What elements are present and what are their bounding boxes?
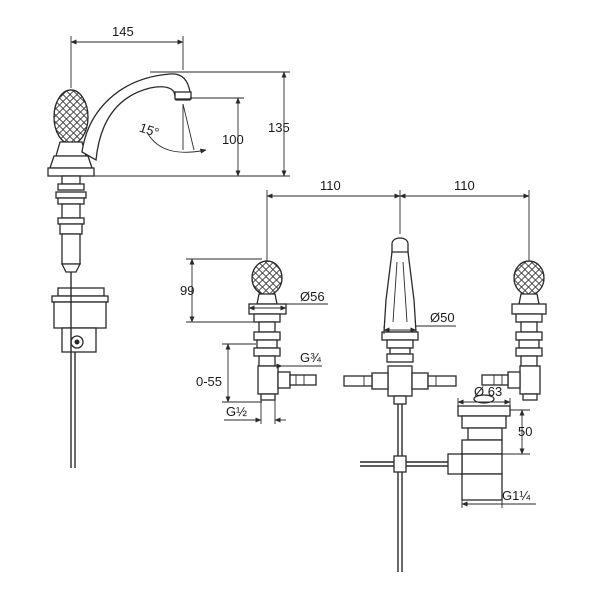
dimension-d56: Ø56 [248,289,328,314]
dimension-d50: Ø50 [383,310,456,334]
dim-g34-label: G¾ [300,350,321,365]
dim-0-55-label: 0-55 [196,374,222,389]
dimension-d63: Ø 63 [457,384,511,406]
right-valve [481,260,547,401]
dimension-145: 145 [70,24,184,88]
dim-d56-label: Ø56 [300,289,325,304]
dimension-135: 135 [94,71,290,177]
dim-g114-label: G1¼ [502,488,530,503]
dim-100-label: 100 [222,132,244,147]
dim-d63-label: Ø 63 [474,384,502,399]
dimension-0-55: 0-55 [196,343,262,403]
angle-label: 15° [138,120,161,140]
dimension-50: 50 [502,409,532,455]
left-valve [248,260,317,401]
center-spout [343,237,457,572]
dim-g12-label: G½ [226,404,247,419]
dim-110-left-label: 110 [320,178,341,193]
pop-up-waste [360,394,511,501]
dim-d50-label: Ø50 [430,310,455,325]
dimension-g114: G1¼ [461,488,536,508]
angle-15: 15° [138,103,207,154]
dimension-110-pair: 110 110 [266,178,530,262]
dimension-g12: G½ [224,400,286,424]
dim-99-label: 99 [180,283,194,298]
dimension-g34: G¾ [274,350,322,369]
dim-135-label: 135 [268,120,290,135]
spout-front [383,251,417,333]
spout-side [81,73,191,162]
side-view [47,73,192,468]
dim-50-label: 50 [518,424,532,439]
dimension-100: 100 [190,97,244,177]
dimension-99: 99 [180,258,262,323]
dim-110-right-label: 110 [454,178,475,193]
dim-145-label: 145 [112,24,134,39]
